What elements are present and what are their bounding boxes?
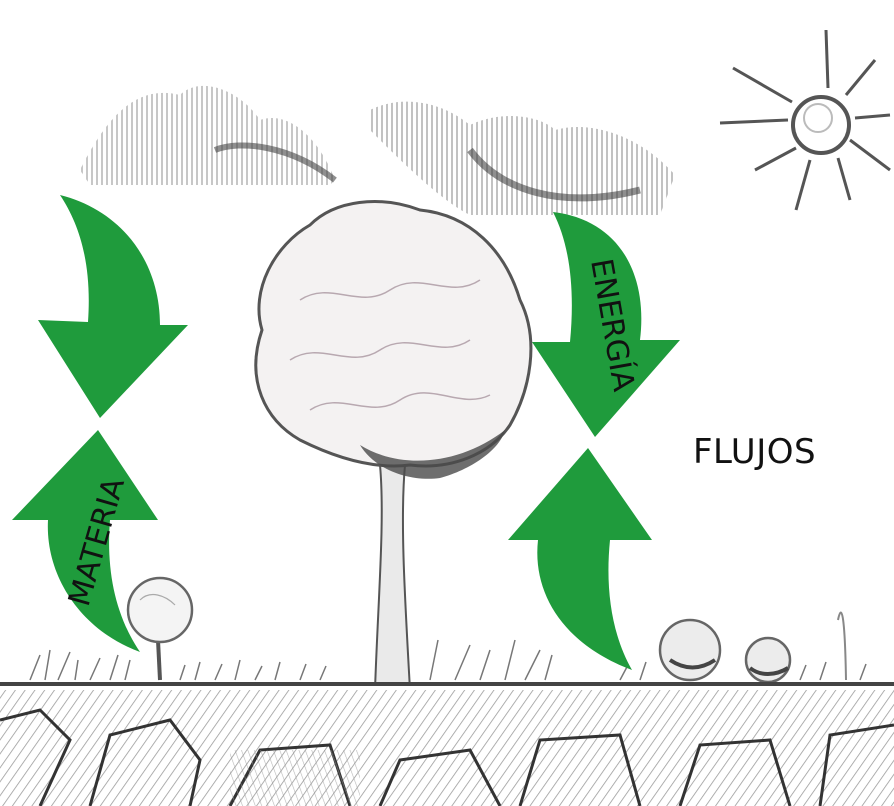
- grass-icon: [30, 640, 866, 680]
- arrow-up-icon: [508, 448, 652, 670]
- shrub-icon: [128, 578, 192, 680]
- flows-label: FLUJOS: [693, 432, 816, 472]
- cloud-icon: [370, 102, 675, 215]
- cloud-icon: [80, 86, 335, 185]
- sun-icon: [720, 30, 890, 210]
- shrub-icon: [660, 613, 846, 683]
- arrow-down-icon: [38, 195, 188, 418]
- soil: [0, 683, 894, 806]
